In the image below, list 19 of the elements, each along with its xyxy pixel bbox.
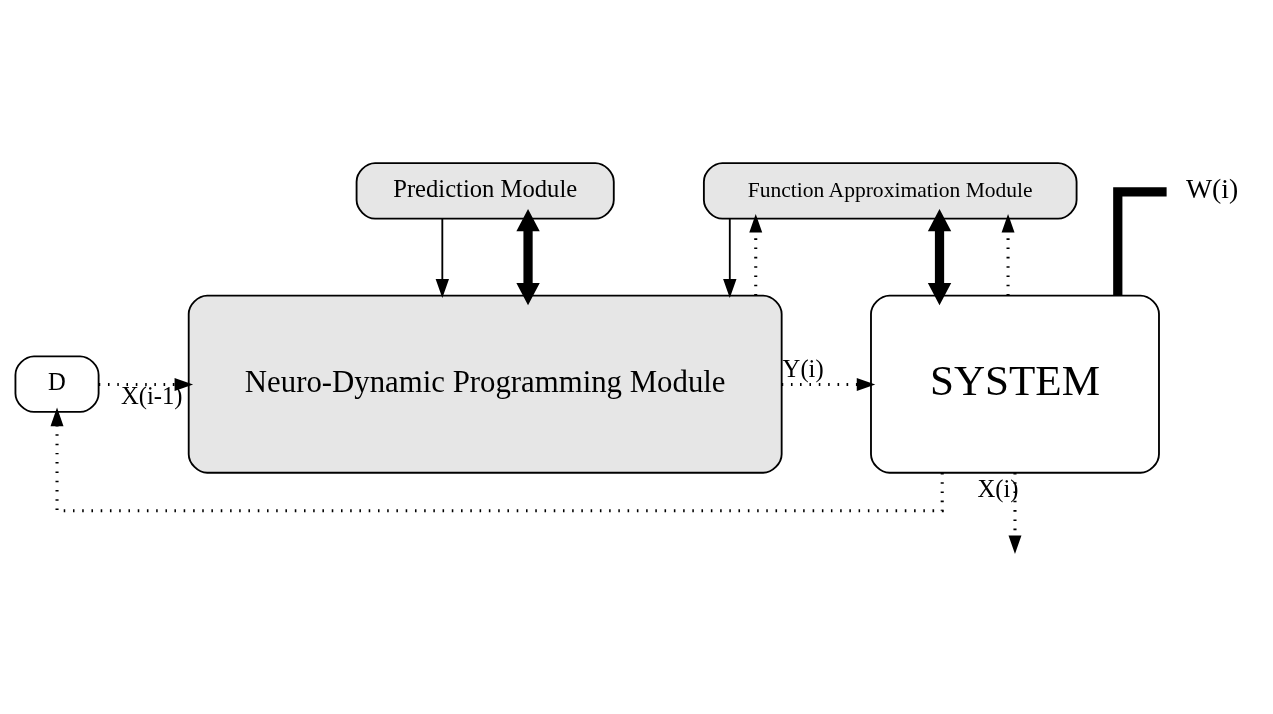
- node-box: SYSTEM: [870, 294, 1160, 474]
- node-text: W(i): [1185, 172, 1239, 204]
- arrow: [1008, 473, 1022, 554]
- arrow: [516, 209, 540, 306]
- arrow: [781, 378, 876, 391]
- arrow: [723, 218, 737, 299]
- edge-label: X(i): [977, 475, 1019, 503]
- arrow: [1001, 214, 1015, 296]
- node-box: Function Approximation Module: [702, 162, 1078, 220]
- arrow: [98, 378, 194, 391]
- arrow: [927, 209, 952, 306]
- node-box: D: [14, 355, 100, 413]
- arrow: [749, 214, 763, 296]
- connector: [1113, 187, 1167, 296]
- arrow: [50, 407, 944, 513]
- arrow: [435, 218, 449, 299]
- node-box: Neuro-Dynamic Programming Module: [187, 294, 783, 474]
- node-box: Prediction Module: [355, 162, 615, 220]
- edge-label: X(i-1): [120, 382, 183, 410]
